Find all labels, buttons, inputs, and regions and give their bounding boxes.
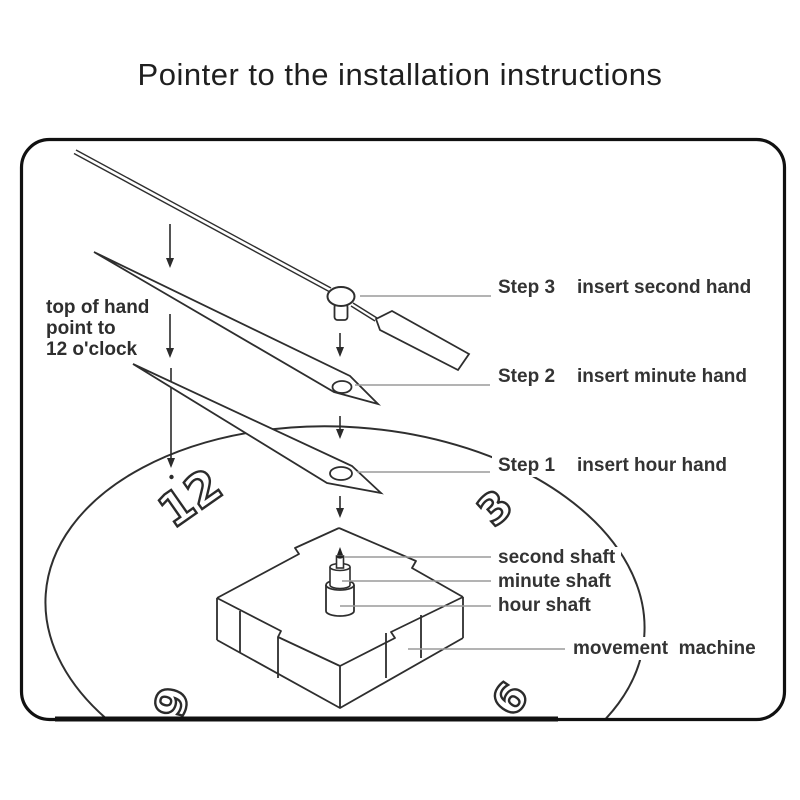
note-line-1: top of hand <box>46 297 150 318</box>
minute-hand <box>93 251 382 406</box>
second-hand-counterweight <box>374 309 471 372</box>
step-1-row: Step 1 insert hour hand <box>492 455 733 477</box>
orientation-note: top of hand point to 12 o'clock <box>46 297 149 360</box>
minute-shaft <box>329 567 351 590</box>
second-hand-hub <box>326 286 356 307</box>
step-1-label: Step 1 <box>498 455 556 476</box>
hour-hand-hole <box>329 466 353 481</box>
step-3-label: Step 3 <box>498 277 556 298</box>
step-2-label: Step 2 <box>498 366 556 387</box>
step-2-row: Step 2 insert minute hand <box>492 366 753 388</box>
page-title: Pointer to the installation instructions <box>137 57 663 92</box>
step-1-instruction: insert hour hand <box>577 455 727 476</box>
step-2-instruction: insert minute hand <box>577 366 747 387</box>
minute-hand-hole <box>331 380 353 394</box>
numeral-3: 3 <box>468 480 523 536</box>
numeral-9: 9 <box>145 682 200 723</box>
note-line-2: point to <box>46 318 116 339</box>
arrow-dot <box>169 474 174 480</box>
second-hand <box>73 149 471 372</box>
hour-hand <box>132 363 384 495</box>
numeral-12: 12 <box>148 458 231 539</box>
hour-shaft <box>325 585 355 617</box>
movement-box <box>216 527 464 709</box>
clock-face-ellipse <box>44 425 646 718</box>
movement-machine-label: movement machine <box>567 637 762 660</box>
second-shaft-label: second shaft <box>492 547 622 569</box>
step-3-instruction: insert second hand <box>577 277 752 298</box>
leader-lines <box>340 295 565 650</box>
hour-shaft-label: hour shaft <box>492 595 597 617</box>
minute-shaft-label: minute shaft <box>492 571 617 593</box>
step-3-row: Step 3 insert second hand <box>492 277 758 299</box>
note-line-3: 12 o'clock <box>46 339 138 360</box>
